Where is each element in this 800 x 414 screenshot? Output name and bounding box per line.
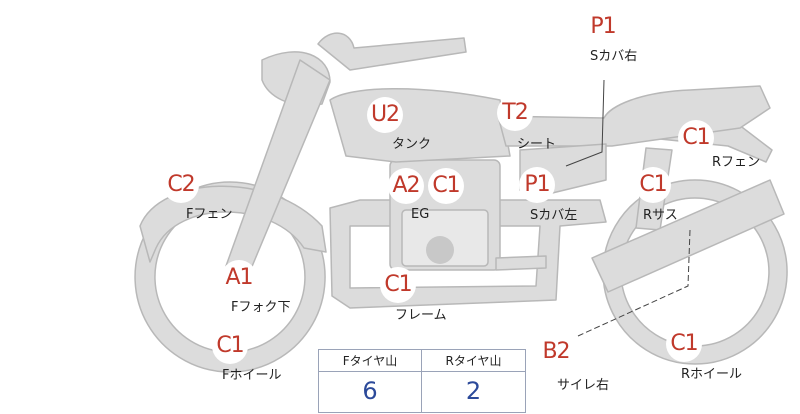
front-tire-value: 6 bbox=[319, 372, 422, 412]
leader-line-muffler bbox=[577, 229, 691, 337]
frame-rating: C1 bbox=[380, 267, 416, 303]
front-fork-lower-label: Fフォク下 bbox=[231, 300, 291, 315]
front-tire-header: Fタイヤ山 bbox=[319, 350, 422, 372]
rear-suspension-rating: C1 bbox=[635, 167, 671, 203]
tank-rating: U2 bbox=[367, 97, 403, 133]
front-fender-label: Fフェン bbox=[186, 207, 233, 222]
rear-fender-label: Rフェン bbox=[712, 155, 761, 170]
rear-fender-rating: C1 bbox=[678, 120, 714, 156]
muffler-shape bbox=[591, 179, 785, 293]
seat-rating: T2 bbox=[497, 95, 533, 131]
rear-suspension-label: Rサス bbox=[643, 208, 678, 223]
tank-label: タンク bbox=[392, 137, 432, 152]
seat-label: シート bbox=[517, 137, 557, 152]
engine-rating-b: C1 bbox=[428, 168, 464, 204]
leader-line-side-cover bbox=[565, 79, 605, 167]
muffler-right-rating: B2 bbox=[538, 334, 574, 370]
front-fork-lower-rating: A1 bbox=[221, 260, 257, 296]
side-cover-right-label: Sカバ右 bbox=[590, 49, 638, 64]
rear-tire-header: Rタイヤ山 bbox=[422, 350, 525, 372]
rear-wheel-label: Rホイール bbox=[681, 367, 743, 382]
front-wheel-rating: C1 bbox=[212, 328, 248, 364]
engine-label: EG bbox=[411, 207, 430, 222]
side-cover-left-label: Sカバ左 bbox=[530, 208, 578, 223]
tire-tread-table: Fタイヤ山 Rタイヤ山 6 2 bbox=[318, 349, 526, 413]
muffler-right-label: サイレ右 bbox=[557, 378, 610, 393]
handlebar-shape bbox=[317, 32, 467, 71]
front-wheel-label: Fホイール bbox=[222, 368, 282, 383]
engine-port bbox=[426, 236, 454, 264]
frame-label: フレーム bbox=[395, 308, 447, 323]
side-cover-left-rating: P1 bbox=[519, 167, 555, 203]
footpeg-shape bbox=[495, 255, 547, 271]
rear-wheel-rating: C1 bbox=[666, 326, 702, 362]
rear-tire-value: 2 bbox=[465, 377, 482, 405]
side-cover-right-rating: P1 bbox=[585, 9, 621, 45]
engine-rating-a: A2 bbox=[388, 168, 424, 204]
front-fender-rating: C2 bbox=[163, 167, 199, 203]
